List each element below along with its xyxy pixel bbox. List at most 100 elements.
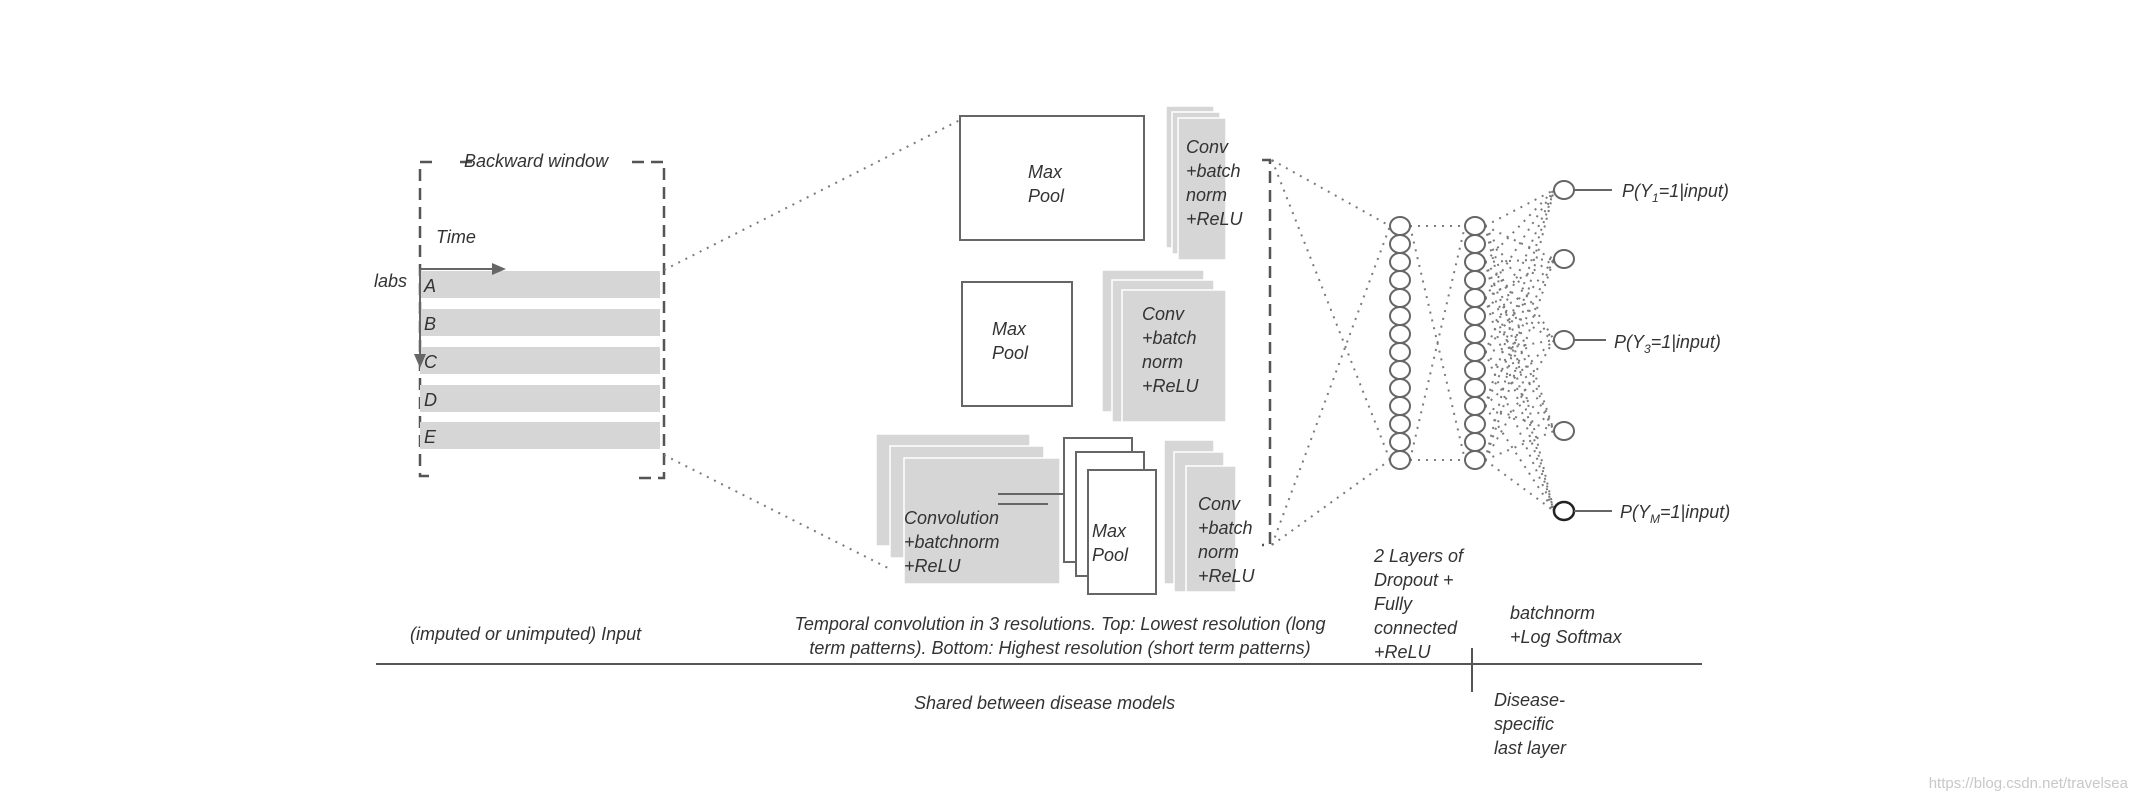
input-row-a	[420, 271, 660, 298]
fc1-neuron	[1389, 396, 1411, 416]
row-label-d: D	[424, 390, 437, 410]
fc-caption-line-5: +ReLU	[1374, 642, 1432, 662]
fc2-neuron	[1464, 432, 1486, 452]
middle-max-pool-label-1: Max	[992, 319, 1027, 339]
fc-caption-line-1: 2 Layers of	[1373, 546, 1465, 566]
dense-line	[1484, 297, 1555, 512]
bottom-conv2-label-3: norm	[1198, 542, 1239, 562]
fc1-neuron	[1389, 324, 1411, 344]
backward-window-label: Backward window	[464, 151, 609, 171]
dense-line	[1484, 430, 1555, 461]
output-neuron	[1552, 500, 1576, 522]
input-section: Backward window Time labs A B C D E (imp…	[374, 151, 666, 644]
input-row-e	[420, 422, 660, 449]
time-label: Time	[436, 227, 476, 247]
bottom-conv2-label-4: +ReLU	[1198, 566, 1256, 586]
fc2-neuron	[1464, 252, 1486, 272]
conv-caption-line-2: term patterns). Bottom: Highest resoluti…	[809, 638, 1310, 658]
bottom-max-pool-box-3	[1087, 469, 1157, 595]
convolution-section: Max Pool Conv +batch norm +ReLU Max Pool…	[795, 105, 1325, 658]
labs-arrow-head	[414, 354, 426, 368]
fc1-neuron	[1389, 432, 1411, 452]
dense-line	[1271, 159, 1391, 227]
fc1-neuron	[1389, 414, 1411, 434]
output-label-y3: P(Y3=1|input)	[1614, 332, 1721, 356]
projection-line-bottom	[663, 454, 889, 569]
fc1-neuron	[1389, 288, 1411, 308]
bottom-max-pool-label-2: Pool	[1092, 545, 1129, 565]
output-neuron	[1553, 421, 1575, 441]
output-neuron	[1553, 330, 1575, 350]
dense-line	[1271, 459, 1391, 546]
bottom-conv2-block-3	[1185, 465, 1237, 593]
bottom-conv2-label-1: Conv	[1198, 494, 1241, 514]
dense-line	[1484, 225, 1555, 512]
dense-line	[1484, 189, 1555, 299]
dense-line	[1271, 225, 1391, 546]
fc1-neuron	[1389, 342, 1411, 362]
dense-line	[1484, 189, 1555, 263]
bottom-conv-block-3	[903, 457, 1061, 585]
output-neuron	[1553, 180, 1575, 200]
dense-line	[1484, 297, 1555, 341]
fc-layer-1	[1389, 216, 1411, 470]
output-caption-line-1: batchnorm	[1510, 603, 1595, 623]
dense-line	[1484, 258, 1555, 461]
fc2-neuron	[1464, 324, 1486, 344]
dense-line	[1484, 261, 1555, 341]
output-label-y1: P(Y1=1|input)	[1622, 181, 1729, 205]
input-row-c	[420, 347, 660, 374]
shared-label: Shared between disease models	[914, 693, 1175, 713]
middle-conv-block-3	[1121, 289, 1227, 423]
watermark: https://blog.csdn.net/travelsea	[1929, 775, 2129, 792]
middle-conv-label-2: +batch	[1142, 328, 1197, 348]
output-layer	[1552, 180, 1612, 522]
labs-label: labs	[374, 271, 407, 291]
fc2-neuron	[1464, 396, 1486, 416]
fc1-neuron	[1389, 252, 1411, 272]
fc-caption-line-2: Dropout +	[1374, 570, 1454, 590]
dense-line	[1484, 351, 1555, 512]
fc2-neuron	[1464, 378, 1486, 398]
fc-layer-2	[1464, 216, 1486, 470]
disease-specific-label-3: last layer	[1494, 738, 1567, 758]
bottom-conv2-label-2: +batch	[1198, 518, 1253, 538]
output-label-ym: P(YM=1|input)	[1620, 502, 1730, 526]
output-neuron	[1553, 249, 1575, 269]
top-conv-block-3	[1177, 117, 1227, 261]
fc2-neuron	[1464, 414, 1486, 434]
dense-connections	[1271, 159, 1555, 546]
fc-caption-line-4: connected	[1374, 618, 1458, 638]
bottom-section: Shared between disease models Disease- s…	[376, 648, 1702, 758]
time-arrow-head	[492, 263, 506, 275]
fc-caption-line-3: Fully	[1374, 594, 1413, 614]
middle-max-pool-label-2: Pool	[992, 343, 1029, 363]
fc1-neuron	[1389, 234, 1411, 254]
fc1-neuron	[1389, 270, 1411, 290]
row-label-e: E	[424, 427, 437, 447]
dense-line	[1484, 261, 1555, 432]
dense-line	[1484, 339, 1555, 461]
top-conv-label-1: Conv	[1186, 137, 1229, 157]
top-conv-label-4: +ReLU	[1186, 209, 1244, 229]
dense-line	[1409, 225, 1466, 461]
projection-line-top	[663, 119, 961, 271]
fc1-neuron	[1389, 306, 1411, 326]
dense-line	[1484, 405, 1555, 512]
fc2-neuron	[1464, 360, 1486, 380]
fc2-neuron	[1464, 306, 1486, 326]
input-caption: (imputed or unimputed) Input	[410, 624, 642, 644]
row-label-b: B	[424, 314, 436, 334]
middle-conv-label-3: norm	[1142, 352, 1183, 372]
disease-specific-label-1: Disease-	[1494, 690, 1565, 710]
bottom-conv-label-1: Convolution	[904, 508, 999, 528]
bottom-conv-label-3: +ReLU	[904, 556, 962, 576]
fc1-neuron	[1389, 216, 1411, 236]
bottom-conv-label-2: +batchnorm	[904, 532, 1000, 552]
middle-conv-label-4: +ReLU	[1142, 376, 1200, 396]
disease-specific-label-2: specific	[1494, 714, 1554, 734]
fully-connected-caption: 2 Layers of Dropout + Fully connected +R…	[1373, 546, 1465, 662]
fc2-neuron	[1464, 216, 1486, 236]
fc1-neuron	[1389, 378, 1411, 398]
